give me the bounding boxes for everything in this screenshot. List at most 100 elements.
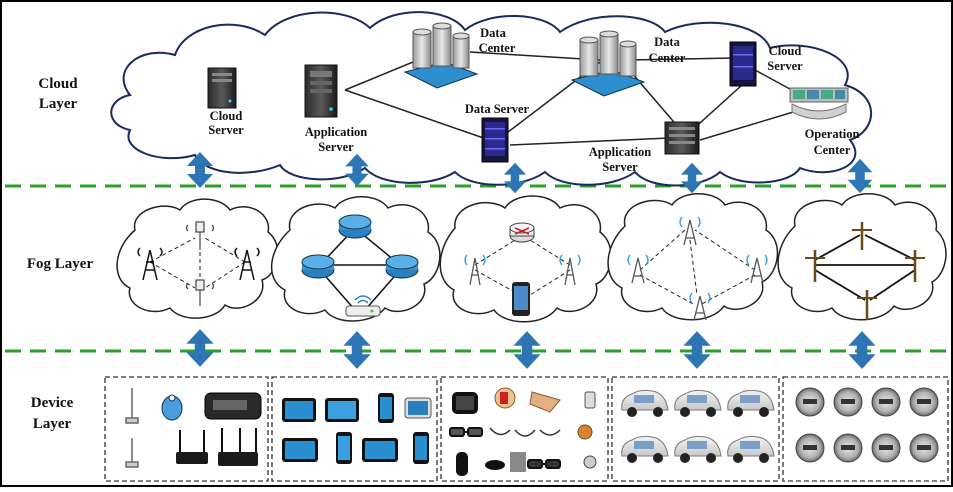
device-layer-label-1: Device [31, 395, 74, 411]
utility-pole-icon [805, 222, 925, 320]
smartphone-icon [512, 282, 530, 316]
application-server-left-label-1: Application [305, 125, 368, 139]
wifi-phone-cluster [439, 195, 612, 323]
wireless-tower-icon [627, 254, 649, 284]
rfid-tag-icon [161, 394, 183, 421]
router-icon [338, 214, 372, 239]
meter-icon [909, 433, 939, 463]
wireless-router-icon [218, 428, 258, 466]
smartphone-icon [378, 393, 394, 423]
tablet-icon [282, 398, 316, 422]
link [509, 137, 671, 146]
power-lines [814, 234, 916, 301]
router-cluster [271, 196, 441, 322]
car-icon [674, 389, 722, 417]
double-arrow-icon [847, 158, 873, 194]
tablet-icon [404, 397, 432, 419]
meter-icon [871, 387, 901, 417]
device-box [611, 376, 780, 482]
fog-cloud-outline [607, 193, 779, 321]
cloud-layer-label-2: Layer [39, 96, 78, 112]
fog-cloud-outline [439, 195, 612, 323]
control-room-icon [789, 87, 849, 120]
data-center-right-label-1: Data [654, 35, 680, 49]
antenna-mast-icon [185, 221, 215, 306]
database-stack-icon [570, 30, 646, 97]
wifi-antenna-icon [464, 254, 486, 286]
fog-cloud-outline [271, 196, 441, 322]
wearable-icon [583, 455, 597, 469]
link [699, 109, 801, 141]
server-tower-icon [304, 64, 338, 118]
car-icon [727, 435, 775, 463]
link [344, 89, 496, 143]
wireless-tower-icon [679, 216, 701, 246]
router-icon [509, 222, 535, 243]
wifi-access-point-icon [345, 295, 381, 317]
device-box [271, 376, 438, 482]
meter-icon [909, 387, 939, 417]
link [624, 57, 736, 61]
fitness-band-icon [456, 452, 468, 476]
application-server-right-label-1: Application [589, 145, 652, 159]
link [469, 51, 601, 61]
wearable-icon [485, 460, 505, 470]
wearable-icon [510, 452, 526, 472]
cell-tower-cluster [116, 198, 279, 319]
car-icon [621, 389, 669, 417]
cell-tower-icon [137, 247, 163, 281]
device-layer-label-2: Layer [33, 416, 72, 432]
router-icon [385, 254, 419, 279]
wearables [449, 387, 597, 476]
wireless-tower-icon [746, 254, 768, 284]
device-box [104, 376, 269, 482]
server-box-icon [664, 121, 700, 155]
wearable-icon [529, 391, 561, 413]
smartwatch-icon [452, 392, 478, 414]
operation-center-label-2: Center [814, 143, 851, 157]
router-icon [301, 254, 335, 279]
operation-center-label-1: Operation [805, 127, 860, 141]
cloud-server-right-label-2: Server [767, 59, 803, 73]
tablet-icon [325, 398, 359, 422]
car-icon [621, 435, 669, 463]
smart-meters [795, 387, 939, 463]
wireless-tower-icon [689, 292, 711, 321]
fog-layer-label: Fog Layer [27, 256, 94, 272]
wifi-antenna-icon [559, 254, 581, 286]
sensors-and-gateways [125, 388, 262, 468]
tablets-and-phones [282, 393, 432, 464]
data-center-left-label-1: Data [480, 26, 506, 40]
database-stack-icon [403, 22, 479, 89]
wearable-icon [494, 387, 516, 409]
wireless-router-icon [176, 430, 208, 464]
car-icon [727, 389, 775, 417]
wireless-tower-cluster [607, 193, 779, 321]
data-center-left-label-2: Center [479, 41, 516, 55]
meter-icon [795, 387, 825, 417]
fog-cloud-outline [777, 193, 947, 321]
double-arrow-icon [848, 331, 876, 369]
smart-cars [621, 389, 775, 463]
meter-icon [795, 433, 825, 463]
gateway-box-icon [204, 392, 262, 420]
meter-icon [833, 387, 863, 417]
application-server-right-label-2: Server [602, 160, 638, 174]
data-server-label: Data Server [465, 102, 530, 116]
application-server-left-label-2: Server [318, 140, 354, 154]
double-arrow-icon [186, 329, 214, 367]
fog-cloud-outline [116, 198, 279, 319]
power-pole-cluster [777, 193, 947, 321]
cloud-server-right-label-1: Cloud [769, 44, 802, 58]
device-box [440, 376, 609, 482]
data-center-right-label-2: Center [649, 51, 686, 65]
car-icon [674, 435, 722, 463]
server-rack-icon [481, 117, 509, 163]
smartwatch-icon [577, 424, 593, 440]
smart-glasses-icon [449, 427, 483, 437]
cloud-server-left-label-2: Server [208, 123, 244, 137]
cloud-server-left-label-1: Cloud [210, 109, 243, 123]
wearable-icon [489, 427, 561, 437]
